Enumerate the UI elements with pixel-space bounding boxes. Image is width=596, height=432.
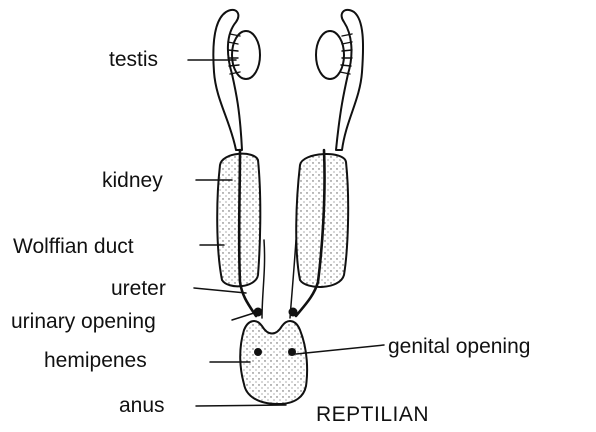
right-epididymis [336,10,363,150]
label-kidney: kidney [102,170,163,191]
left-epididymis [213,10,242,150]
left-ureter [262,240,265,318]
right-genital-opening [289,349,295,355]
label-ureter: ureter [111,278,166,299]
left-genital-opening [255,349,261,355]
leader-genital-opening [296,345,384,354]
left-urinary-opening [255,309,262,316]
label-hemipenes: hemipenes [44,350,147,371]
leader-anus [196,405,286,406]
label-urinary-opening: urinary opening [11,311,156,332]
right-ureter [290,240,296,318]
leader-urinary-opening [232,313,254,320]
label-wolffian-duct: Wolffian duct [13,236,134,257]
diagram-title: REPTILIAN [316,404,429,425]
label-anus: anus [119,395,165,416]
right-urinary-opening [290,309,297,316]
label-genital-opening: genital opening [388,336,530,357]
left-testis [232,31,260,79]
label-testis: testis [109,49,158,70]
leader-ureter [194,288,246,293]
